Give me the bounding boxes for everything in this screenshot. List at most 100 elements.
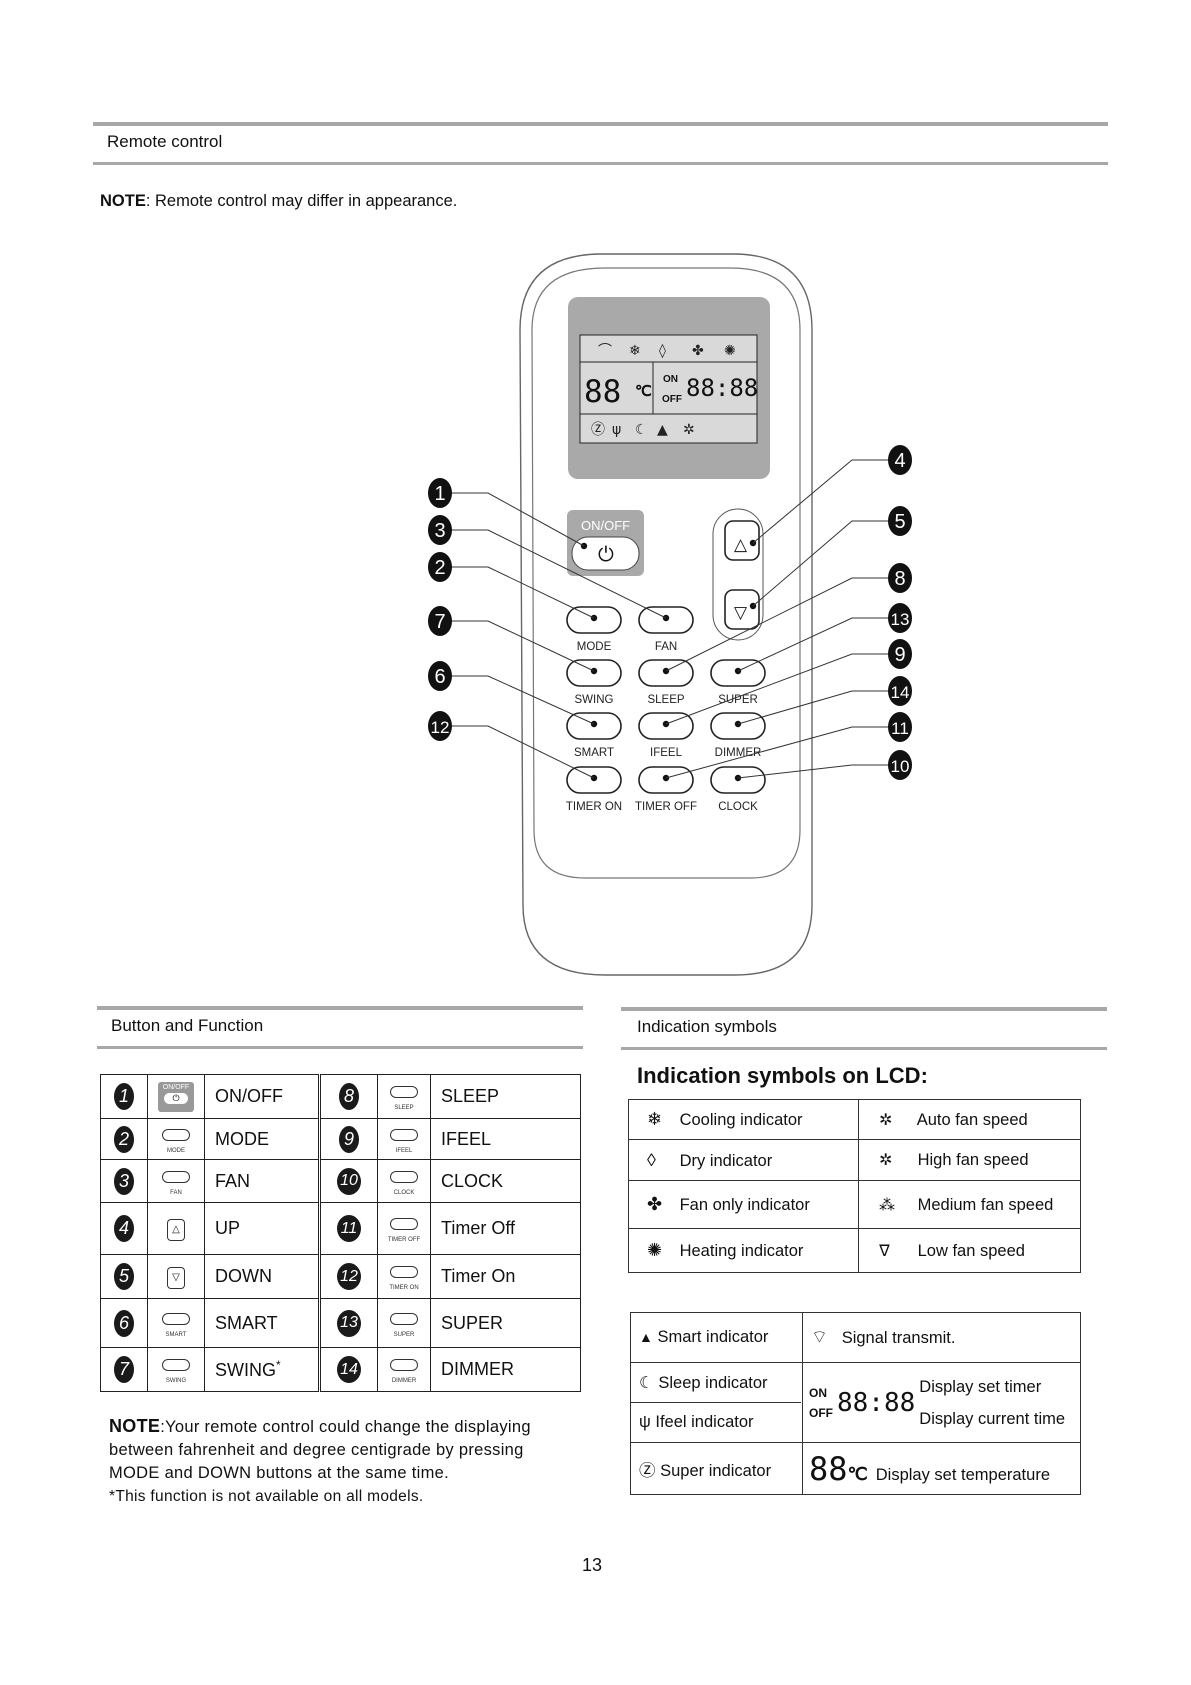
function-number: 8 [339, 1083, 359, 1110]
smart-icon: ▲ [657, 422, 668, 438]
mini-button-icon: CLOCK [378, 1167, 430, 1196]
ifeel-indicator-label: Ifeel indicator [655, 1413, 754, 1431]
fan-only-label: Fan only indicator [679, 1196, 810, 1214]
lcd-symbols-table-1: ❄ Cooling indicator✲ Auto fan speed◊ Dry… [628, 1099, 1081, 1273]
note-label: NOTE [100, 192, 146, 210]
function-label: DOWN [204, 1254, 321, 1299]
super-indicator-label: Super indicator [660, 1461, 772, 1480]
callout-badge [428, 711, 452, 741]
heating-label: Heating indicator [679, 1242, 804, 1260]
mini-button-icon: SLEEP [378, 1082, 430, 1111]
function-label: SWING* [204, 1347, 321, 1392]
lcd-screen [579, 334, 758, 444]
remote-button-label: SWING [575, 694, 614, 706]
callout-badge [888, 639, 912, 669]
smart-indicator-label: Smart indicator [657, 1328, 769, 1346]
bottom-note-line4: *This function is not available on all m… [109, 1488, 424, 1505]
function-number: 14 [337, 1356, 361, 1383]
callout-badge [888, 712, 912, 742]
callout-badge [428, 552, 452, 582]
heating-icon: ✺ [647, 1240, 663, 1260]
sleep-indicator-label: Sleep indicator [658, 1374, 768, 1392]
remote-button-label: MODE [577, 641, 612, 653]
smart-indicator-icon: ▲ [639, 1329, 653, 1345]
callout-number: 11 [891, 719, 909, 738]
callout-line [737, 617, 900, 672]
remote-button-label: SUPER [718, 694, 758, 706]
callout-badge [888, 506, 912, 536]
mini-button-icon: IFEEL [378, 1125, 430, 1154]
remote-button-label: CLOCK [718, 801, 758, 813]
low-fan-icon: ᐁ [879, 1242, 890, 1260]
callout-badge [888, 676, 912, 706]
dry-label: Dry indicator [679, 1151, 773, 1170]
up-mini-icon: △ [167, 1219, 185, 1241]
up-button [724, 520, 760, 561]
callout-number: 1 [434, 483, 445, 505]
high-fan-label: High fan speed [917, 1151, 1029, 1169]
function-number: 9 [339, 1125, 359, 1153]
lcd-bottom-icons: Ⓩ ψ ☾ ▲ ✲ [591, 422, 695, 438]
timer-on-mark: ON [809, 1385, 827, 1400]
lcd-temp-unit: ℃ [635, 383, 652, 400]
function-label: SUPER [430, 1298, 581, 1348]
down-mini-icon: ▽ [167, 1267, 185, 1289]
onoff-mini-icon: ON/OFF⏻ [158, 1081, 194, 1112]
super-icon: Ⓩ [591, 422, 605, 438]
function-label: SMART [204, 1298, 321, 1348]
signal-transmit-icon: ⌔ [811, 1327, 828, 1347]
lcd-symbols-table-2: ▲ Smart indicator ⌔ Signal transmit. ☾ S… [630, 1312, 1081, 1495]
remote-control-header: Remote control [93, 122, 1108, 165]
callout-number: 6 [434, 666, 445, 688]
function-label: UP [204, 1202, 321, 1255]
function-label: MODE [204, 1118, 321, 1160]
callout-number: 8 [894, 568, 905, 590]
callout-line [752, 520, 900, 607]
low-fan-label: Low fan speed [917, 1241, 1025, 1260]
function-number: 13 [337, 1309, 361, 1337]
function-number: 12 [337, 1263, 361, 1290]
callout-number: 7 [434, 611, 445, 633]
button-function-header: Button and Function [97, 1006, 583, 1049]
callout-number: 12 [431, 718, 450, 737]
callout-badge [888, 563, 912, 593]
function-label: SLEEP [430, 1074, 581, 1119]
remote-button-label: IFEEL [650, 747, 683, 759]
auto-fan-icon: ✲ [879, 1111, 893, 1129]
set-temp-label: Display set temperature [875, 1465, 1050, 1484]
indication-symbols-header: Indication symbols [621, 1007, 1107, 1050]
lcd-time: 88:88 [686, 374, 758, 402]
remote-button-label: SLEEP [647, 694, 684, 706]
callout-line [440, 725, 595, 779]
callout-badge [428, 478, 452, 508]
mini-button-icon: SMART [148, 1309, 204, 1338]
function-number: 3 [114, 1167, 134, 1195]
fan-only-icon: ✤ [647, 1194, 663, 1214]
dry-icon: ◊ [647, 1149, 656, 1170]
lcd-off: OFF [662, 394, 682, 405]
remote-button-label: FAN [655, 641, 677, 653]
auto-fan-label: Auto fan speed [916, 1110, 1028, 1129]
callout-line [440, 492, 585, 547]
function-label: IFEEL [430, 1118, 581, 1160]
high-fan-icon: ✲ [879, 1152, 893, 1169]
function-label: CLOCK [430, 1159, 581, 1203]
mini-button-icon: TIMER OFF [378, 1214, 430, 1243]
power-icon: ⏻ [598, 542, 614, 566]
indication-symbols-title: Indication symbols [637, 1017, 777, 1036]
callout-line [440, 675, 595, 725]
callout-line [665, 577, 900, 672]
note-text: : Remote control may differ in appearanc… [145, 192, 458, 210]
auto-fan-icon: ✲ [683, 422, 695, 438]
cooling-icon: ❄ [647, 1109, 663, 1129]
timer-digits: 88:88 [837, 1387, 916, 1418]
callout-line [440, 566, 595, 619]
mini-button-icon: DIMMER [378, 1355, 430, 1384]
up-icon: △ [734, 535, 748, 554]
lcd-on: ON [663, 374, 678, 385]
lcd-symbols-title: Indication symbols on LCD: [637, 1063, 928, 1088]
callout-line [665, 726, 900, 779]
callout-badge [428, 515, 452, 545]
callout-number: 5 [894, 511, 905, 533]
